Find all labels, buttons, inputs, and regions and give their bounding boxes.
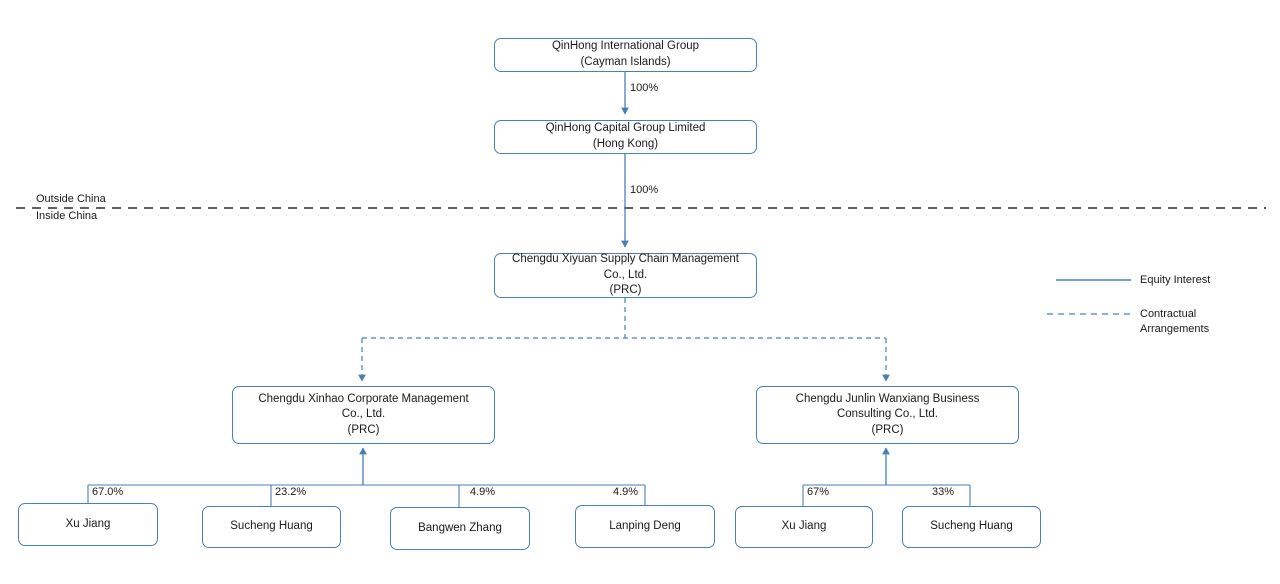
node-xinhao-holder-3[interactable]: Bangwen Zhang [390, 507, 530, 550]
node-line: Sucheng Huang [230, 520, 313, 533]
node-line: Co., Ltd. [341, 408, 386, 421]
edge-label-xinhao-2: 23.2% [275, 486, 307, 498]
node-line: Sucheng Huang [930, 520, 1013, 533]
node-line: Bangwen Zhang [418, 521, 502, 534]
node-line: Co., Ltd. [603, 268, 648, 281]
node-line: (PRC) [609, 284, 642, 297]
edge-label-capital-to-xiyuan: 100% [630, 184, 659, 196]
edge-label-xinhao-1: 67.0% [92, 486, 124, 498]
node-xinhao-holder-1[interactable]: Xu Jiang [18, 503, 158, 546]
node-xinhao-holder-4[interactable]: Lanping Deng [575, 505, 715, 548]
node-line: Chengdu Xinhao Corporate Management [258, 392, 469, 405]
node-chengdu-xinhao[interactable]: Chengdu Xinhao Corporate Management Co.,… [232, 386, 495, 444]
divider-label-inside-china: Inside China [36, 210, 98, 222]
node-line: Xu Jiang [781, 520, 827, 533]
node-qinhong-international[interactable]: QinHong International Group (Cayman Isla… [494, 38, 757, 72]
edge-label-xinhao-3: 4.9% [470, 486, 496, 498]
node-chengdu-junlin[interactable]: Chengdu Junlin Wanxiang Business Consult… [756, 386, 1019, 444]
node-line: Chengdu Xiyuan Supply Chain Management [512, 253, 739, 266]
node-line: QinHong International Group [551, 40, 700, 53]
edge-label-junlin-1: 67% [807, 486, 830, 498]
divider-label-outside-china: Outside China [36, 193, 106, 205]
edge-label-junlin-2: 33% [932, 486, 955, 498]
legend-contractual-line-2: Arrangements [1140, 323, 1210, 336]
node-line: Chengdu Junlin Wanxiang Business [795, 392, 980, 405]
legend-label-contractual-arrangements: Contractual Arrangements [1140, 307, 1280, 338]
node-qinhong-capital[interactable]: QinHong Capital Group Limited (Hong Kong… [494, 120, 757, 154]
node-line: Consulting Co., Ltd. [836, 408, 938, 421]
node-line: Lanping Deng [609, 519, 681, 532]
edge-label-xinhao-4: 4.9% [613, 486, 639, 498]
node-line: (Cayman Islands) [580, 56, 671, 68]
node-line: (Hong Kong) [592, 138, 659, 150]
node-junlin-holder-2[interactable]: Sucheng Huang [902, 506, 1041, 548]
node-line: Xu Jiang [65, 517, 111, 530]
node-line: (PRC) [347, 423, 380, 436]
node-junlin-holder-1[interactable]: Xu Jiang [735, 506, 873, 548]
node-line: (PRC) [871, 423, 904, 436]
node-line: QinHong Capital Group Limited [545, 122, 706, 135]
legend-contractual-line-1: Contractual [1140, 308, 1197, 320]
node-chengdu-xiyuan[interactable]: Chengdu Xiyuan Supply Chain Management C… [494, 253, 757, 298]
legend-label-equity-interest: Equity Interest [1140, 274, 1211, 286]
edge-label-intl-to-capital: 100% [630, 82, 659, 94]
node-xinhao-holder-2[interactable]: Sucheng Huang [202, 506, 341, 548]
